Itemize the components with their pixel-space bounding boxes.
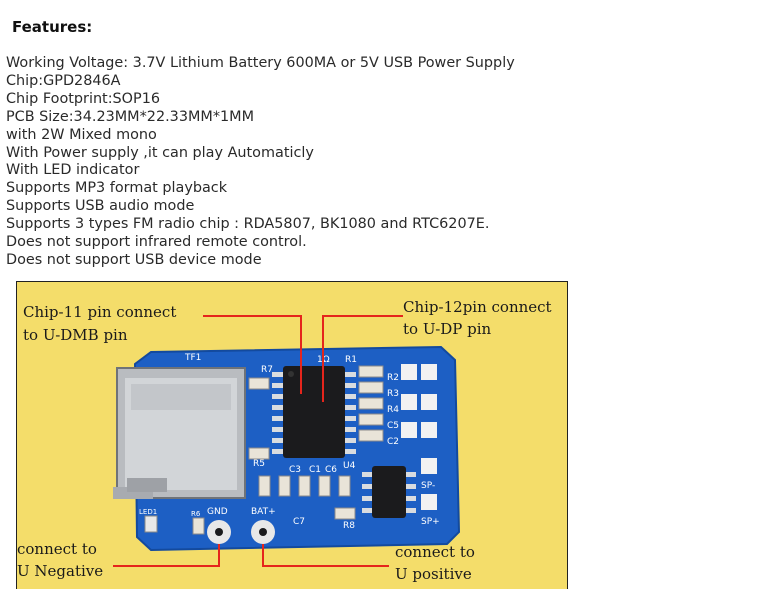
- features-heading: Features:: [12, 18, 93, 36]
- bat-pad: [251, 520, 275, 544]
- label-sp-plus: SP+: [421, 517, 440, 527]
- label-c1: C1: [309, 465, 321, 475]
- leader-chip12: [322, 315, 403, 402]
- label-u4: U4: [343, 461, 356, 471]
- label-c3: C3: [289, 465, 301, 475]
- label-gnd: GND: [207, 507, 228, 517]
- led-indicator: [144, 515, 158, 533]
- annotation-chip11-line2: to U-DMB pin: [23, 326, 128, 344]
- label-c7: C7: [293, 517, 305, 527]
- leader-gnd: [113, 544, 220, 567]
- annotation-gnd-line2: U Negative: [17, 562, 104, 580]
- label-r7: R7: [261, 365, 273, 375]
- module-photo: TF1 R7 R5 1Ω R1 R2 R3 R4 C5 C2 C3 C1 C6 …: [16, 281, 568, 589]
- label-r8: R8: [343, 521, 355, 531]
- feature-auto-play: With Power supply ,it can play Automatic…: [6, 144, 314, 161]
- chip-pins: [272, 372, 356, 454]
- leader-lines: [113, 315, 403, 567]
- feature-footprint: Chip Footprint:SOP16: [6, 90, 161, 107]
- label-r1: R1: [345, 355, 357, 365]
- leader-chip11: [203, 315, 302, 394]
- label-led1: LED1: [139, 508, 157, 516]
- right-pads: [401, 364, 437, 510]
- label-r5: R5: [253, 459, 265, 469]
- label-tf1: TF1: [184, 353, 201, 363]
- sd-card-slot: [113, 367, 246, 499]
- label-r4: R4: [387, 405, 399, 415]
- feature-fm-radio: Supports 3 types FM radio chip : RDA5807…: [6, 216, 490, 233]
- feature-led: With LED indicator: [6, 162, 140, 179]
- label-c2: C2: [387, 437, 399, 447]
- feature-mixed-mono: with 2W Mixed mono: [6, 126, 157, 143]
- annotation-chip12-line1: Chip-12pin connect: [403, 298, 552, 316]
- pcb-illustration: TF1 R7 R5 1Ω R1 R2 R3 R4 C5 C2 C3 C1 C6 …: [17, 282, 567, 589]
- annotation-gnd-line1: connect to: [17, 540, 97, 558]
- feature-voltage: Working Voltage: 3.7V Lithium Battery 60…: [6, 55, 515, 71]
- gnd-pad: [207, 520, 231, 544]
- annotation-chip11-line1: Chip-11 pin connect: [23, 303, 177, 321]
- feature-mp3: Supports MP3 format playback: [6, 180, 228, 197]
- annotation-chip12-line2: to U-DP pin: [403, 320, 492, 338]
- feature-chip: Chip:GPD2846A: [6, 72, 121, 89]
- features-list: Working Voltage: 3.7V Lithium Battery 60…: [6, 55, 606, 270]
- smd-row: [192, 377, 356, 535]
- label-c5: C5: [387, 421, 399, 431]
- feature-usb-audio: Supports USB audio mode: [6, 198, 195, 215]
- label-r6: R6: [191, 510, 201, 518]
- label-c6: C6: [325, 465, 337, 475]
- annotation-bat-line2: U positive: [395, 565, 472, 583]
- leader-bat: [262, 544, 389, 567]
- feature-no-ir: Does not support infrared remote control…: [6, 234, 307, 251]
- silkscreen-labels: TF1 R7 R5 1Ω R1 R2 R3 R4 C5 C2 C3 C1 C6 …: [139, 353, 440, 531]
- smd-column: [358, 365, 384, 442]
- annotation-bat-line1: connect to: [395, 543, 475, 561]
- label-r2: R2: [387, 373, 399, 383]
- label-sp-minus: SP-: [421, 481, 435, 491]
- u4-chip: [362, 466, 416, 518]
- gpd2846a-chip: [272, 366, 356, 458]
- feature-pcb-size: PCB Size:34.23MM*22.33MM*1MM: [6, 108, 254, 125]
- label-r3: R3: [387, 389, 399, 399]
- label-bat-plus: BAT+: [251, 507, 276, 517]
- feature-no-usb-device: Does not support USB device mode: [6, 251, 262, 268]
